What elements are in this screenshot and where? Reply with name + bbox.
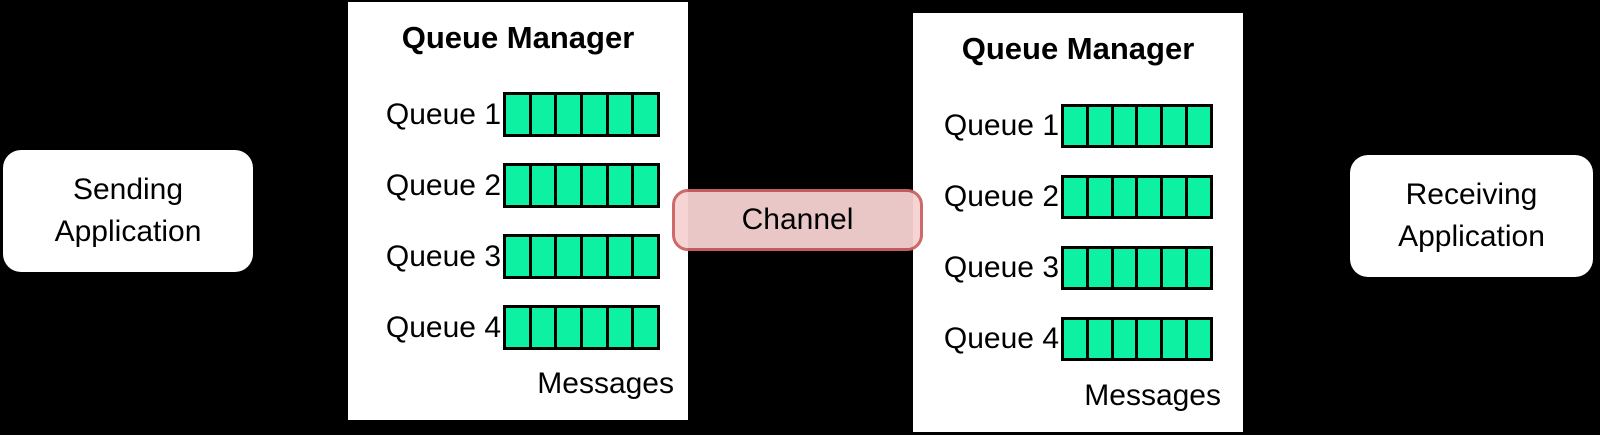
queue-bar xyxy=(503,92,660,137)
queue-row: Queue 3 xyxy=(944,246,1213,290)
queue-bar xyxy=(1061,246,1213,290)
message-cell xyxy=(506,237,529,276)
queue-label: Queue 2 xyxy=(385,168,501,202)
message-cell xyxy=(1160,107,1186,145)
message-cell xyxy=(1135,178,1161,216)
message-cell xyxy=(605,95,632,134)
message-cell xyxy=(1085,249,1111,287)
queue-label: Queue 1 xyxy=(385,97,501,131)
message-cell xyxy=(580,237,606,276)
message-cell xyxy=(1160,320,1186,358)
message-cell xyxy=(631,308,658,347)
message-cell xyxy=(1110,249,1136,287)
queue-bar xyxy=(503,234,660,279)
queue-row: Queue 4 xyxy=(386,305,660,350)
message-cell xyxy=(631,95,658,134)
message-cell xyxy=(554,308,581,347)
queue-label: Queue 3 xyxy=(385,239,501,273)
channel-box: Channel xyxy=(672,189,923,251)
queue-label: Queue 4 xyxy=(385,310,501,344)
messages-label: Messages xyxy=(537,367,674,400)
message-cell xyxy=(554,95,581,134)
message-cell xyxy=(580,308,606,347)
queue-row: Queue 4 xyxy=(944,317,1213,361)
queue-row: Queue 1 xyxy=(944,104,1213,148)
messages-label: Messages xyxy=(1084,379,1221,412)
queue-manager-right-title: Queue Manager xyxy=(961,31,1195,66)
message-cell xyxy=(1135,107,1161,145)
message-cell xyxy=(1085,107,1111,145)
message-cell xyxy=(605,237,632,276)
queue-row: Queue 2 xyxy=(386,163,660,208)
message-cell xyxy=(605,308,632,347)
queue-bar xyxy=(1061,104,1213,148)
message-cell xyxy=(631,166,658,205)
message-cell xyxy=(631,237,658,276)
channel-label: Channel xyxy=(741,203,854,236)
message-cell xyxy=(528,237,555,276)
sending-application-label: Sending Application xyxy=(54,173,202,248)
queue-manager-left-title: Queue Manager xyxy=(401,20,635,55)
queue-row: Queue 3 xyxy=(386,234,660,279)
message-cell xyxy=(1135,320,1161,358)
message-cell xyxy=(1064,249,1086,287)
message-cell xyxy=(1135,249,1161,287)
message-cell xyxy=(1110,320,1136,358)
message-cell xyxy=(1110,178,1136,216)
message-cell xyxy=(1085,320,1111,358)
queue-row: Queue 1 xyxy=(386,92,660,137)
queue-manager-left-rows: Queue 1 Queue 2 Queue 3 Queue 4 Messages xyxy=(386,92,674,401)
queue-manager-left-box: Queue Manager Queue 1 Queue 2 Queue 3 Qu… xyxy=(348,2,688,420)
receiving-application-box: Receiving Application xyxy=(1350,155,1593,277)
message-cell xyxy=(605,166,632,205)
message-cell xyxy=(1064,178,1086,216)
queue-label: Queue 3 xyxy=(943,251,1059,284)
message-cell xyxy=(1185,320,1210,358)
sending-application-box: Sending Application xyxy=(3,150,253,272)
queue-label: Queue 1 xyxy=(943,109,1059,142)
message-cell xyxy=(528,308,555,347)
queue-row: Queue 2 xyxy=(944,175,1213,219)
message-cell xyxy=(1160,249,1186,287)
message-cell xyxy=(580,95,606,134)
message-cell xyxy=(1085,178,1111,216)
message-cell xyxy=(1110,107,1136,145)
message-cell xyxy=(506,95,529,134)
queue-bar xyxy=(1061,175,1213,219)
queue-bar xyxy=(1061,317,1213,361)
message-cell xyxy=(528,95,555,134)
queue-manager-right-rows: Queue 1 Queue 2 Queue 3 Queue 4 Messages xyxy=(944,104,1221,413)
message-cell xyxy=(1185,249,1210,287)
message-cell xyxy=(506,308,529,347)
queue-label: Queue 4 xyxy=(943,322,1059,355)
message-cell xyxy=(580,166,606,205)
queue-manager-right-box: Queue Manager Queue 1 Queue 2 Queue 3 Qu… xyxy=(913,13,1243,432)
message-cell xyxy=(1185,178,1210,216)
queue-bar xyxy=(503,163,660,208)
message-cell xyxy=(1160,178,1186,216)
message-cell xyxy=(554,166,581,205)
message-cell xyxy=(506,166,529,205)
message-cell xyxy=(554,237,581,276)
queue-label: Queue 2 xyxy=(943,180,1059,213)
queue-bar xyxy=(503,305,660,350)
message-cell xyxy=(1185,107,1210,145)
receiving-application-label: Receiving Application xyxy=(1398,178,1545,253)
message-cell xyxy=(1064,320,1086,358)
message-cell xyxy=(1064,107,1086,145)
message-cell xyxy=(528,166,555,205)
